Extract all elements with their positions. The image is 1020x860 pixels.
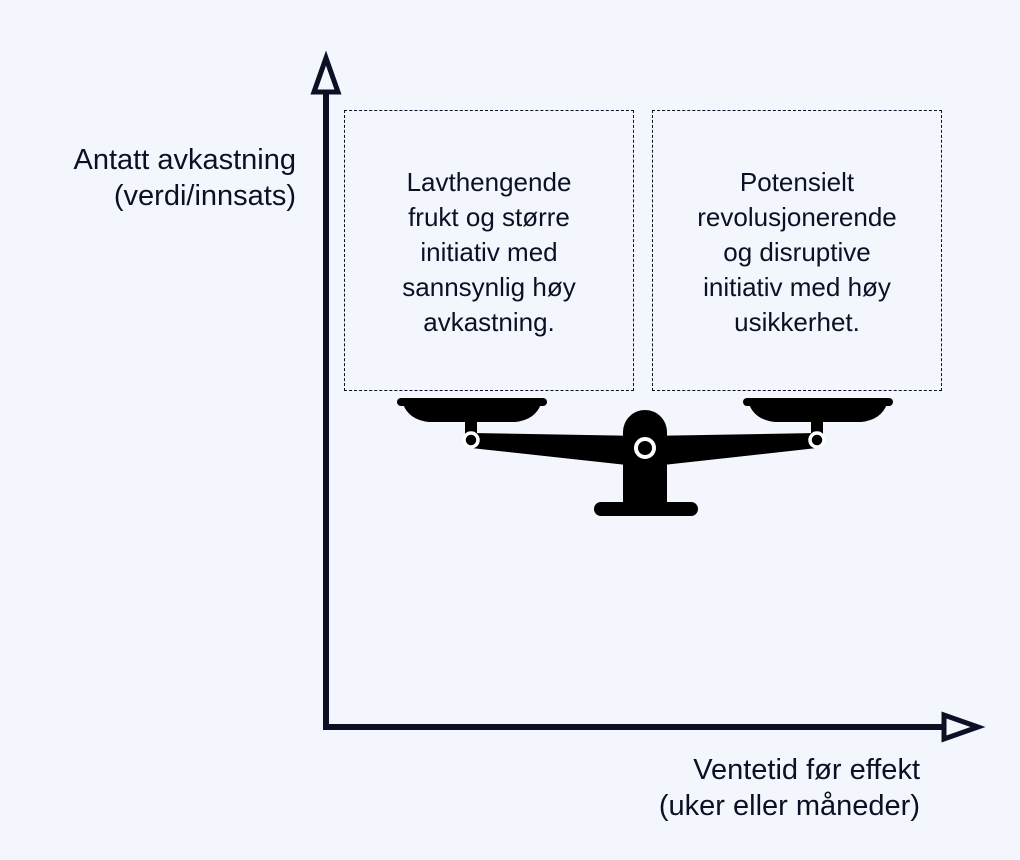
revolutionary-initiatives-box: Potensielt revolusjonerende og disruptiv… xyxy=(652,110,942,391)
x-axis-label-line1: Ventetid før effekt xyxy=(693,754,920,786)
x-axis-label-line2: (uker eller måneder) xyxy=(658,790,920,822)
low-hanging-fruit-box: Lavthengende frukt og større initiativ m… xyxy=(344,110,634,391)
revolutionary-initiatives-text: Potensielt revolusjonerende og disruptiv… xyxy=(697,167,897,337)
y-axis-arrowhead xyxy=(310,50,342,95)
balance-scale-icon xyxy=(397,398,893,516)
x-axis-arrowhead xyxy=(941,711,986,743)
low-hanging-fruit-text: Lavthengende frukt og større initiativ m… xyxy=(402,167,576,337)
y-axis-label: Antatt avkastning (verdi/innsats) xyxy=(20,142,296,214)
x-axis-label: Ventetid før effekt (uker eller måneder) xyxy=(560,752,920,824)
y-axis-label-line1: Antatt avkastning xyxy=(73,144,296,176)
y-axis-label-line2: (verdi/innsats) xyxy=(113,180,296,212)
